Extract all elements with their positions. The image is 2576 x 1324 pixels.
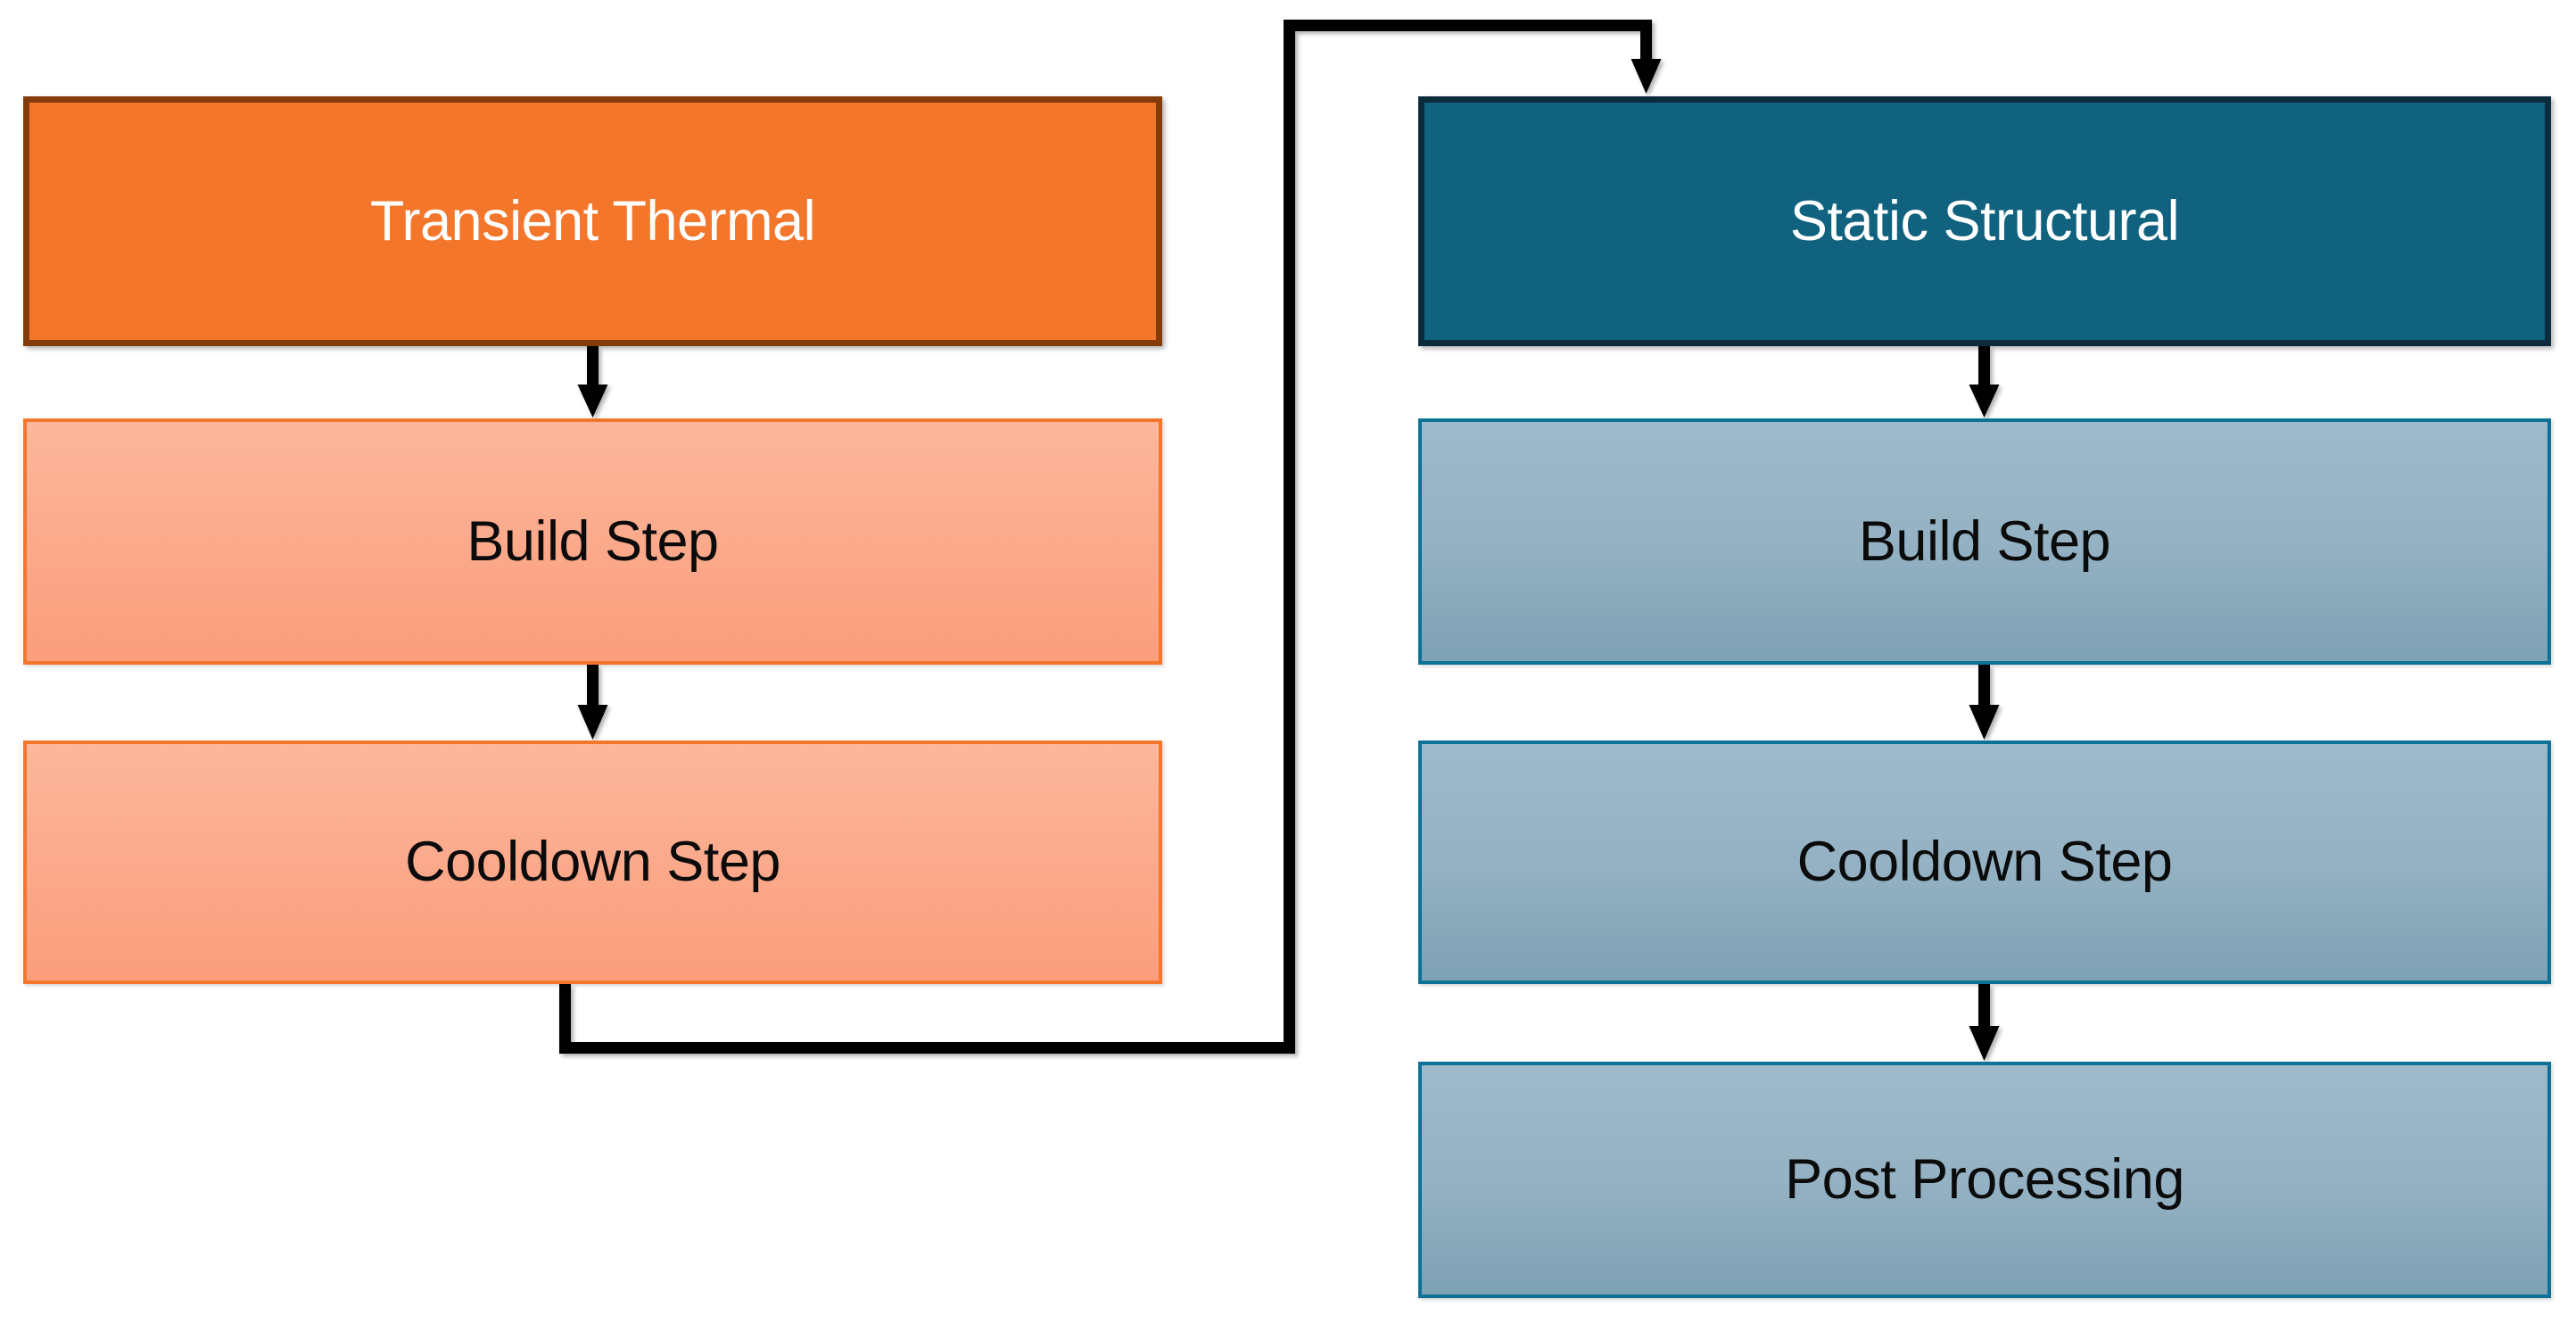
node-post-processing[interactable]: Post Processing [1418,1062,2551,1298]
connector-structural-cooldown-to-post [1969,984,2000,1061]
connector-thermal-build-to-cooldown [577,665,608,740]
node-structural-build-step[interactable]: Build Step [1418,418,2551,665]
node-label-structural-build-step: Build Step [1858,509,2111,573]
node-label-static-structural: Static Structural [1789,189,2180,252]
node-thermal-build-step[interactable]: Build Step [23,418,1162,665]
node-transient-thermal-header[interactable]: Transient Thermal [23,96,1162,346]
node-label-structural-cooldown-step: Cooldown Step [1796,831,2173,894]
connector-structural-header-to-build [1969,346,2000,418]
node-thermal-cooldown-step[interactable]: Cooldown Step [23,741,1162,984]
node-label-transient-thermal: Transient Thermal [369,189,816,252]
node-label-thermal-build-step: Build Step [466,509,719,573]
connector-thermal-header-to-build [577,346,608,418]
node-static-structural-header[interactable]: Static Structural [1418,96,2551,346]
node-label-thermal-cooldown-step: Cooldown Step [405,831,780,894]
node-structural-cooldown-step[interactable]: Cooldown Step [1418,741,2551,984]
node-label-post-processing: Post Processing [1785,1148,2184,1212]
connector-structural-build-to-cooldown [1969,665,2000,740]
